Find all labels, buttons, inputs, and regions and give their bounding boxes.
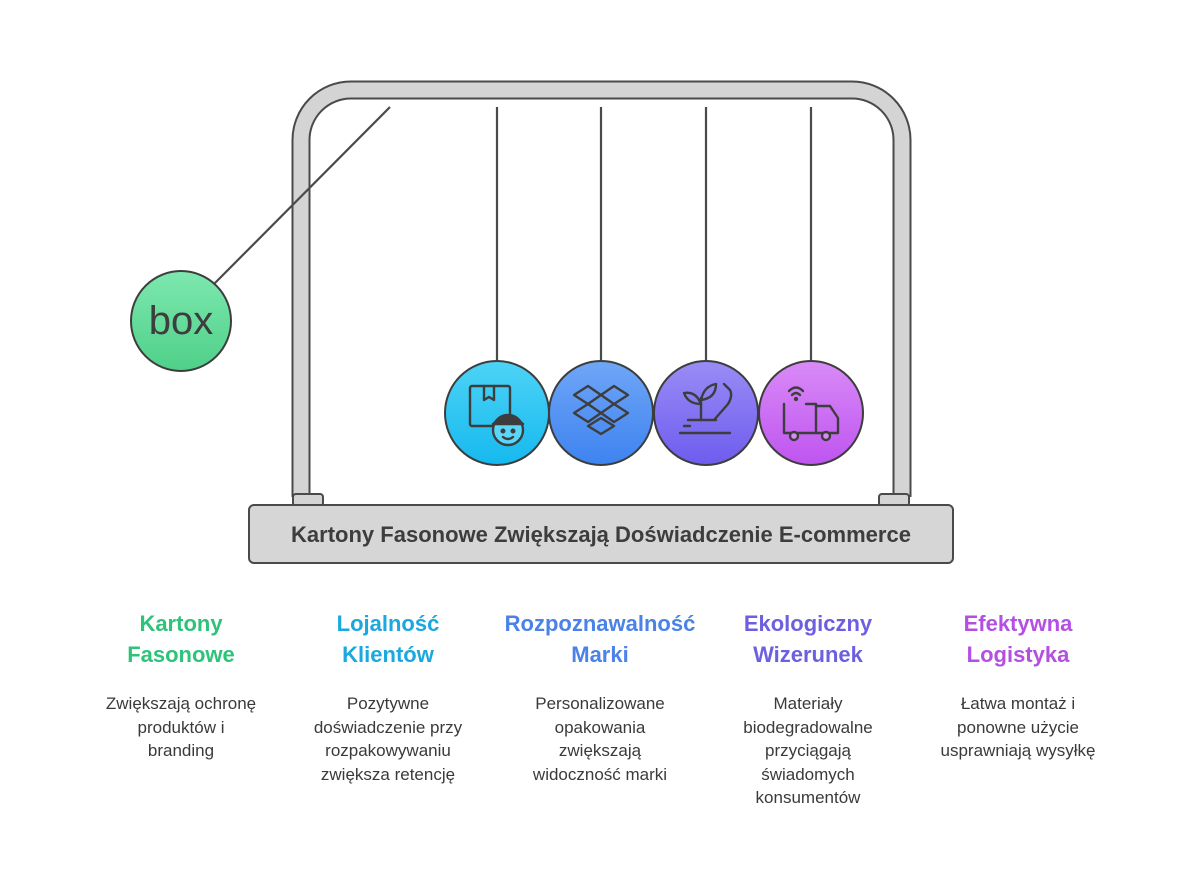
plant-hand-icon xyxy=(678,382,733,435)
lifted-ball xyxy=(130,270,232,372)
package-courier-icon xyxy=(468,384,525,447)
ball-package-courier xyxy=(444,360,550,466)
cradle-frame-inner xyxy=(293,82,910,497)
string-lifted xyxy=(213,106,391,285)
ball-plant-hand xyxy=(653,360,759,466)
cradle-base xyxy=(248,504,954,564)
dropbox-boxes-icon xyxy=(572,384,630,436)
box-logo: box xyxy=(149,299,214,343)
ball-dropbox xyxy=(548,360,654,466)
delivery-truck-wifi-icon xyxy=(782,386,840,442)
ball-delivery-truck xyxy=(758,360,864,466)
diagram-title: Kartony Fasonowe Zwiększają Doświadczeni… xyxy=(291,522,911,547)
